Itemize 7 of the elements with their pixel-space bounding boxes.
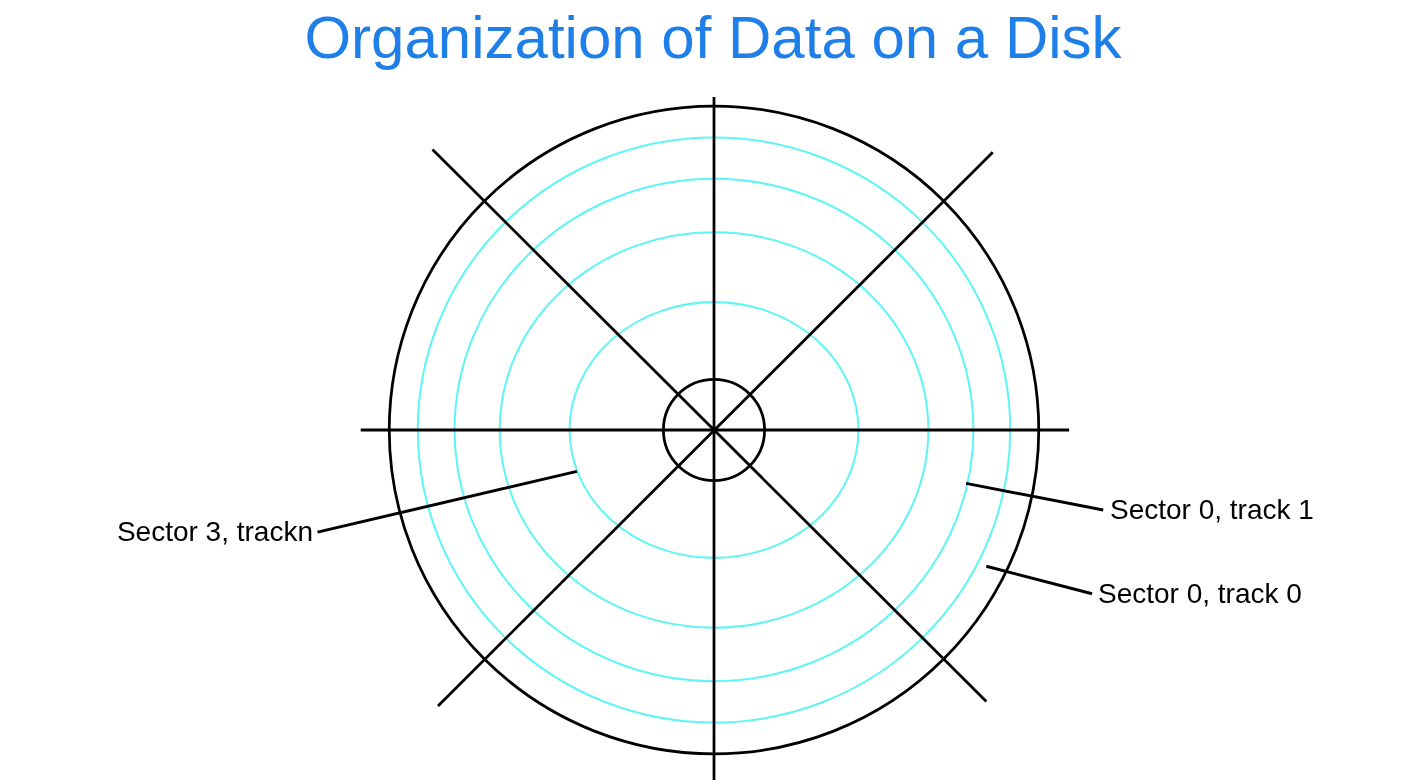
callout-label: Sector 0, track 1 [1110, 493, 1314, 527]
leader-line [985, 564, 1093, 596]
callout-label: Sector 0, track 0 [1098, 577, 1302, 611]
leader-line [965, 481, 1104, 512]
leader-line [317, 469, 578, 534]
slide-title: Organization of Data on a Disk [303, 3, 1123, 73]
callout-label: Sector 3, trackn [116, 515, 313, 549]
